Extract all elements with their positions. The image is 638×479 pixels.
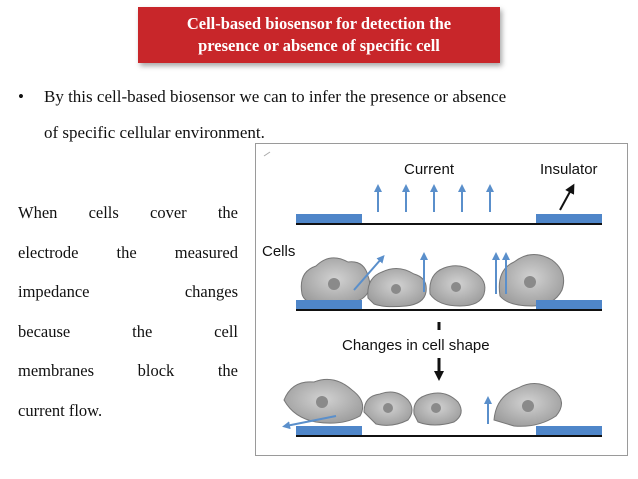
impedance-paragraph: When cells cover the electrode the measu… [18, 193, 238, 430]
word: the [132, 321, 153, 341]
cells-bottom [283, 378, 562, 427]
word: measured [174, 242, 238, 262]
paragraph-line-5: membranes block the [18, 351, 238, 391]
word: electrode [18, 242, 79, 262]
current-arrows-middle [353, 252, 510, 294]
slide-title: Cell-based biosensor for detection the p… [138, 7, 500, 63]
word: When [18, 203, 58, 222]
bullet-text-line-1: By this cell-based biosensor we can to i… [44, 87, 507, 106]
biosensor-diagram-svg: Current Insulator Cells [262, 151, 602, 437]
label-insulator: Insulator [540, 161, 598, 178]
bullet-icon: • [18, 87, 24, 106]
word: cover [150, 203, 187, 222]
label-current: Current [404, 161, 455, 178]
word: impedance [18, 282, 90, 301]
biosensor-diagram: Current Insulator Cells [255, 143, 628, 456]
word: changes [184, 282, 238, 301]
label-changes-in-cell-shape: Changes in cell shape [342, 337, 490, 354]
cells-middle [300, 254, 565, 308]
word: the [217, 361, 238, 380]
word: because [18, 321, 71, 341]
paragraph-line-6: current flow. [18, 391, 238, 431]
word: cells [88, 203, 119, 222]
paragraph-line-4: because the cell [18, 312, 238, 352]
word: cell [214, 321, 238, 341]
slide-title-line-2: presence or absence of specific cell [198, 36, 440, 55]
corner-mark [263, 151, 271, 157]
label-cells: Cells [262, 243, 295, 260]
electrode-panel-top [296, 214, 602, 225]
word: the [116, 242, 137, 262]
paragraph-line-1: When cells cover the [18, 193, 238, 233]
paragraph-line-2: electrode the measured [18, 233, 238, 273]
paragraph-line-3: impedance changes [18, 272, 238, 312]
word: block [137, 361, 175, 380]
slide-title-line-1: Cell-based biosensor for detection the [186, 14, 452, 33]
insulator-pointer-icon [559, 183, 575, 211]
bullet-point: • By this cell-based biosensor we can to… [18, 79, 628, 151]
word: the [217, 203, 238, 222]
electrode-panel-bottom [296, 426, 602, 437]
word: membranes [18, 361, 95, 380]
electrode-panel-middle [296, 300, 602, 311]
current-arrows-top [374, 184, 494, 212]
word: current flow. [18, 400, 103, 420]
current-arrows-bottom [282, 396, 492, 430]
bullet-text-line-2: of specific cellular environment. [44, 123, 265, 142]
